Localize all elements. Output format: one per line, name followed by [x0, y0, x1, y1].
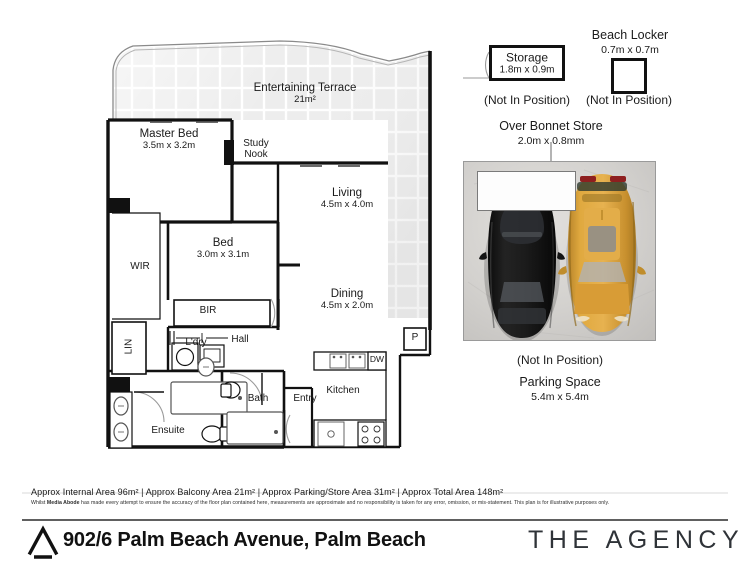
- parked-car-gold: [558, 174, 646, 336]
- door-swings: [133, 298, 291, 444]
- parking-dims: 5.4m x 5.4m: [531, 390, 589, 403]
- disclaimer-prefix: Whilst: [31, 500, 47, 506]
- bath-fixtures: [197, 357, 284, 445]
- beach-locker-box: [611, 58, 647, 94]
- beach-locker-heading: Beach Locker 0.7m x 0.7m: [555, 28, 705, 57]
- page-title: 902/6 Palm Beach Avenue, Palm Beach: [63, 529, 426, 551]
- over-bonnet-dims: 2.0m x 0.8mm: [517, 134, 585, 147]
- agency-logo: THE AGENCY: [528, 526, 745, 554]
- footer-areas-block: Approx Internal Area 96m² | Approx Balco…: [31, 487, 609, 506]
- storage-dims: 1.8m x 0.9m: [499, 64, 555, 76]
- parking-title: Parking Space: [519, 375, 601, 389]
- beach-locker-not-in-position-note: (Not In Position): [585, 93, 673, 107]
- storage-title: Storage: [505, 50, 549, 65]
- entertaining-terrace-area: [112, 40, 431, 318]
- laundry-fixtures: [169, 331, 228, 371]
- parking-space-photo: [463, 161, 656, 341]
- ensuite-fixtures: [109, 381, 248, 449]
- parked-car-dark: [479, 182, 565, 340]
- over-bonnet-title: Over Bonnet Store: [499, 119, 603, 133]
- entry-walls: [284, 386, 314, 447]
- kitchen-fixtures: [313, 351, 387, 448]
- parking-not-in-position-note: (Not In Position): [516, 353, 604, 367]
- over-bonnet-store-heading: Over Bonnet Store 2.0m x 0.8mm: [458, 119, 644, 148]
- area-summary-line: Approx Internal Area 96m² | Approx Balco…: [31, 487, 504, 497]
- parking-space-heading: Parking Space 5.4m x 5.4m: [485, 375, 635, 404]
- a-logo-icon: [27, 525, 59, 559]
- disclaimer-company: Media Abode: [46, 500, 80, 506]
- beach-locker-title: Beach Locker: [591, 28, 669, 42]
- sliding-door-marks: [150, 121, 360, 167]
- disclaimer-text: Whilst Media Abode has made every attemp…: [31, 500, 609, 506]
- over-bonnet-store-box: [477, 171, 576, 211]
- pantry-box: [403, 327, 427, 351]
- storage-not-in-position-note: (Not In Position): [483, 93, 571, 107]
- disclaimer-suffix: has made every attempt to ensure the acc…: [79, 500, 610, 506]
- joinery: [111, 212, 271, 375]
- storage-box: Storage 1.8m x 0.9m: [489, 45, 565, 81]
- storage-door-arc: [463, 51, 490, 79]
- beach-locker-dims: 0.7m x 0.7m: [601, 43, 659, 56]
